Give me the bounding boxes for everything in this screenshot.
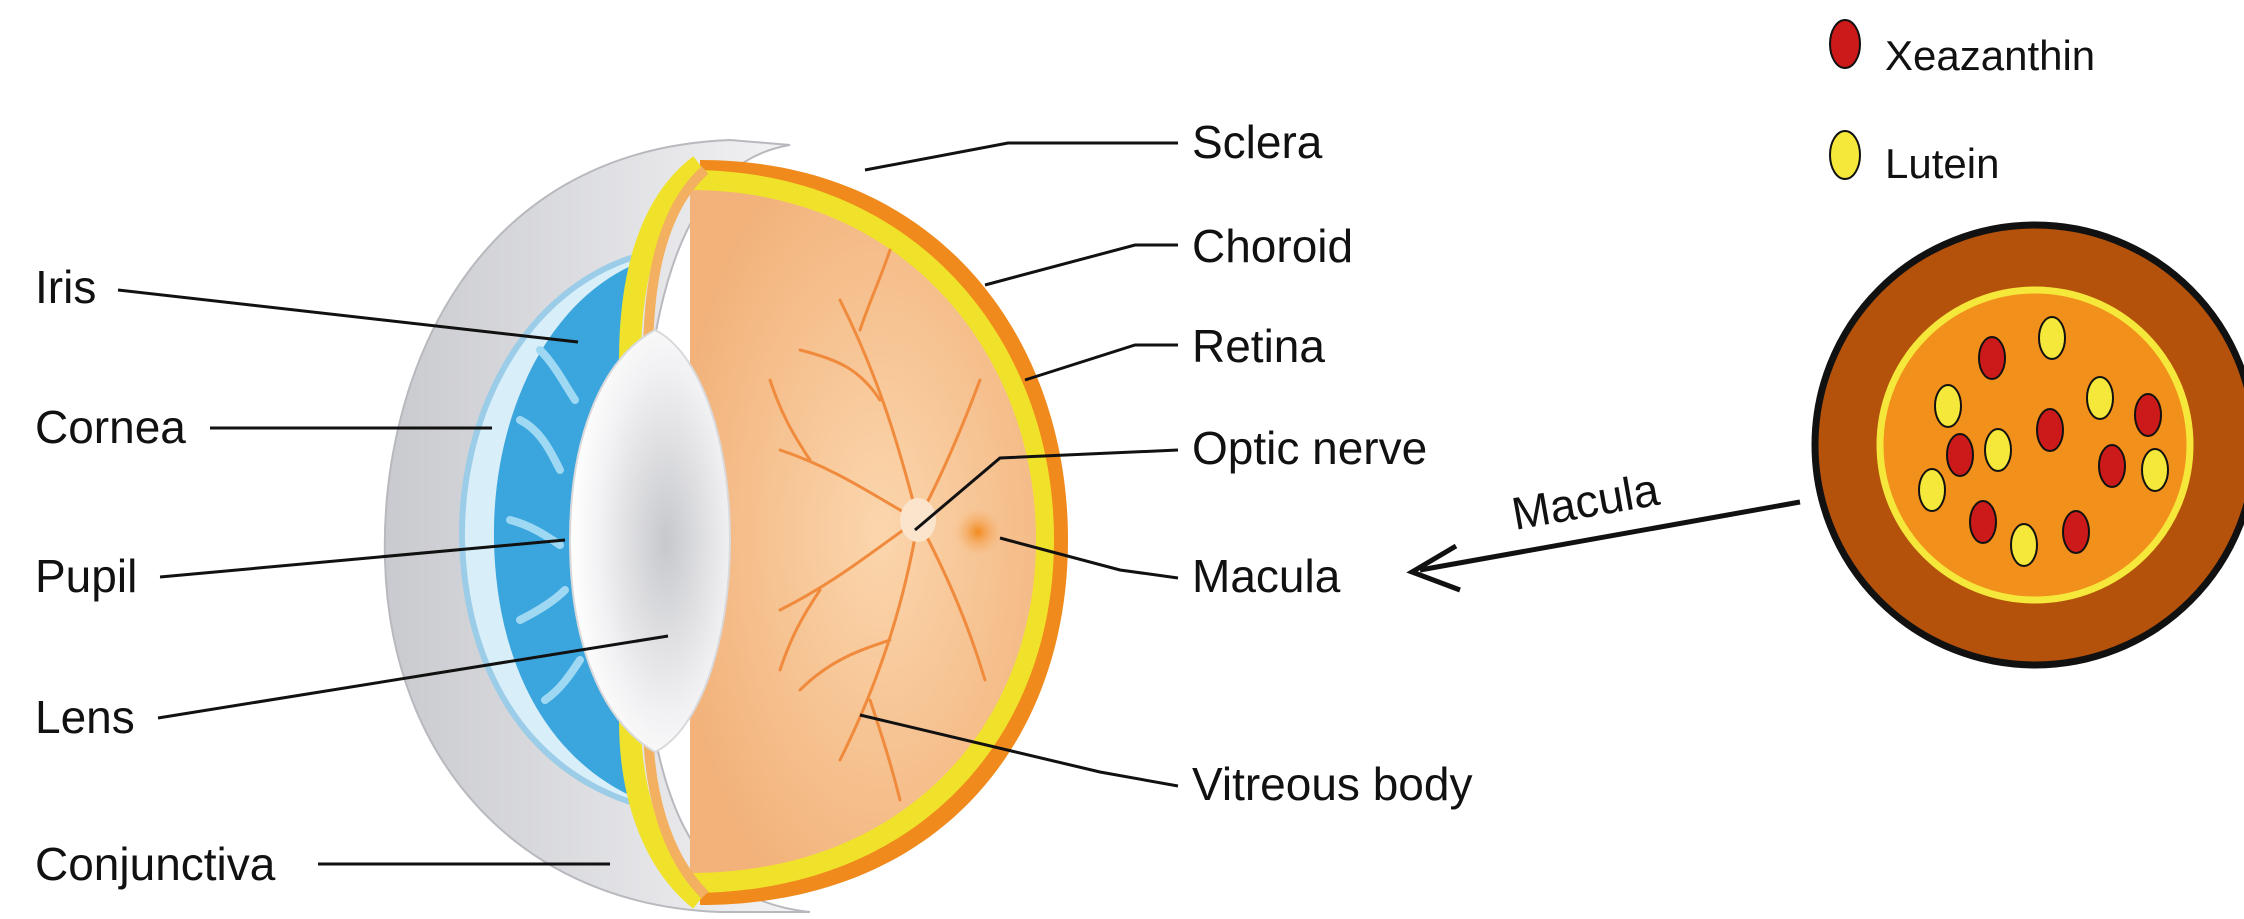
legend-lutein-marker [1830, 131, 1860, 179]
label-choroid: Choroid [1192, 220, 1353, 272]
label-lens: Lens [35, 691, 135, 743]
legend-lutein-label: Lutein [1885, 140, 1999, 187]
xeazanthin-dot [2037, 409, 2063, 451]
lutein-dot [2087, 377, 2113, 419]
macula-arrow: Macula [1412, 463, 1800, 590]
label-optic-nerve: Optic nerve [1192, 422, 1427, 474]
right-labels: Sclera Choroid Retina Optic nerve Macula… [1192, 116, 1472, 810]
xeazanthin-dot [1947, 434, 1973, 476]
xeazanthin-dot [2135, 394, 2161, 436]
xeazanthin-dot [2099, 445, 2125, 487]
label-conjunctiva: Conjunctiva [35, 838, 276, 890]
macula-spot [954, 508, 1002, 556]
label-vitreous-body: Vitreous body [1192, 758, 1472, 810]
lutein-dot [2039, 317, 2065, 359]
xeazanthin-dot [1979, 337, 2005, 379]
eye-illustration [385, 140, 1068, 912]
macula-cross-section [1815, 225, 2244, 665]
label-cornea: Cornea [35, 401, 186, 453]
lutein-dot [1935, 385, 1961, 427]
legend: Xeazanthin Lutein [1830, 20, 2095, 187]
lutein-dot [1919, 469, 1945, 511]
left-labels: Iris Cornea Pupil Lens Conjunctiva [35, 261, 276, 890]
xeazanthin-dot [1970, 501, 1996, 543]
label-retina: Retina [1192, 320, 1325, 372]
xeazanthin-dot [2063, 511, 2089, 553]
label-sclera: Sclera [1192, 116, 1323, 168]
label-pupil: Pupil [35, 550, 137, 602]
legend-xeazanthin-marker [1830, 20, 1860, 68]
label-iris: Iris [35, 261, 96, 313]
label-macula: Macula [1192, 550, 1341, 602]
legend-xeazanthin-label: Xeazanthin [1885, 32, 2095, 79]
lutein-dot [2011, 524, 2037, 566]
lutein-dot [1985, 429, 2011, 471]
lutein-dot [2142, 449, 2168, 491]
